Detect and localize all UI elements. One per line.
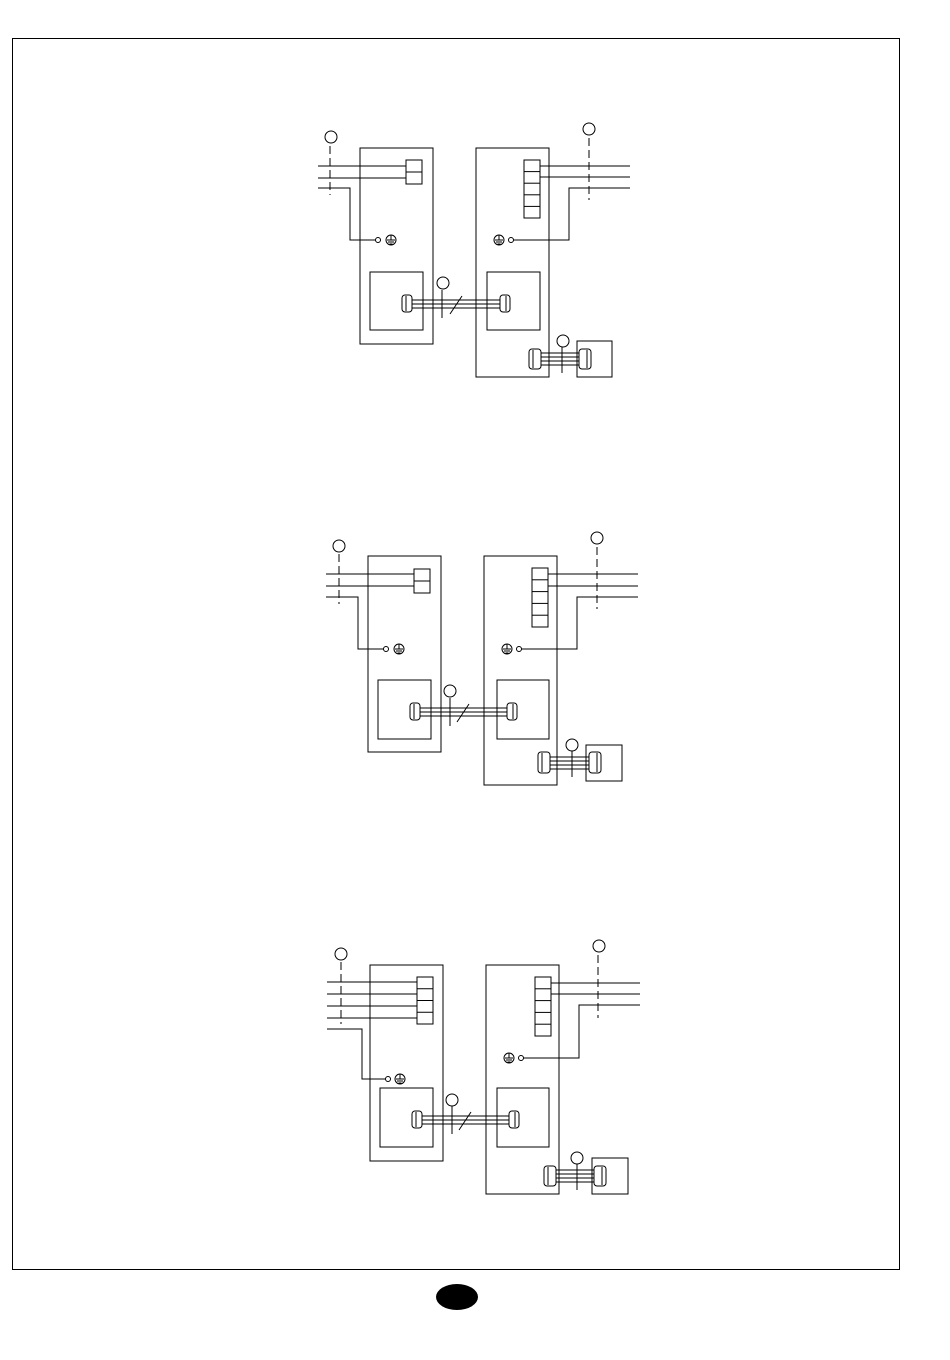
callout-marker bbox=[446, 1094, 458, 1106]
callout-marker bbox=[571, 1152, 583, 1164]
remote-controller bbox=[592, 1158, 628, 1194]
ground-icon bbox=[504, 1053, 514, 1063]
outdoor-connector bbox=[509, 1111, 519, 1128]
outdoor-control-board bbox=[497, 1088, 549, 1147]
callout-marker bbox=[593, 940, 605, 952]
indoor-control-board bbox=[380, 1088, 433, 1147]
interconnect-cable bbox=[422, 1094, 509, 1134]
indoor-power-wires bbox=[327, 948, 417, 1079]
ground-terminal bbox=[519, 1056, 524, 1061]
ground-icon bbox=[395, 1074, 405, 1084]
controller-link bbox=[544, 1152, 628, 1194]
callout-marker bbox=[335, 948, 347, 960]
outdoor-unit bbox=[486, 965, 559, 1194]
outdoor-terminal-block bbox=[535, 977, 551, 1036]
indoor-connector bbox=[412, 1111, 422, 1128]
outdoor-power-wires bbox=[524, 940, 641, 1058]
ground-terminal bbox=[386, 1077, 391, 1082]
